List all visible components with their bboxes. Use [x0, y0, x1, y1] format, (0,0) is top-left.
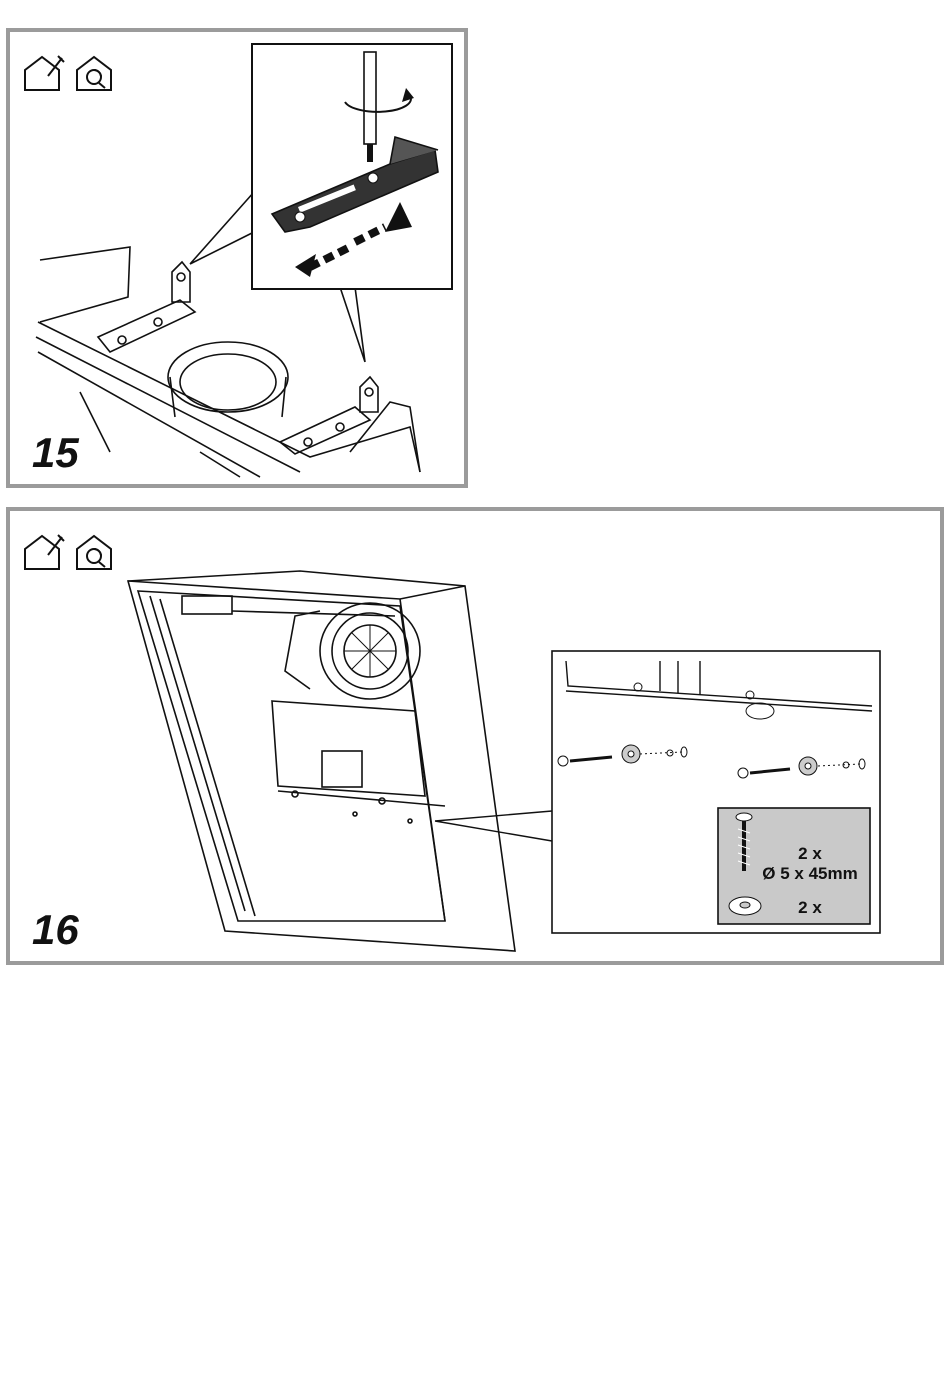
- step-number: 16: [32, 909, 79, 951]
- step-15-panel: 15: [6, 28, 468, 488]
- screw-detail-callout: 2 x Ø 5 x 45mm 2 x: [552, 651, 880, 933]
- screw-quantity: 2 x: [798, 844, 822, 863]
- washer-quantity: 2 x: [798, 898, 822, 917]
- washer-icon: [729, 897, 761, 915]
- step-number: 15: [32, 432, 79, 474]
- step-15-illustration: [10, 32, 464, 484]
- bracket-detail-callout: [252, 44, 452, 289]
- step-16-panel: 2 x Ø 5 x 45mm 2 x 16: [6, 507, 944, 965]
- screw-spec: Ø 5 x 45mm: [762, 864, 857, 883]
- step-16-illustration: 2 x Ø 5 x 45mm 2 x: [10, 511, 940, 961]
